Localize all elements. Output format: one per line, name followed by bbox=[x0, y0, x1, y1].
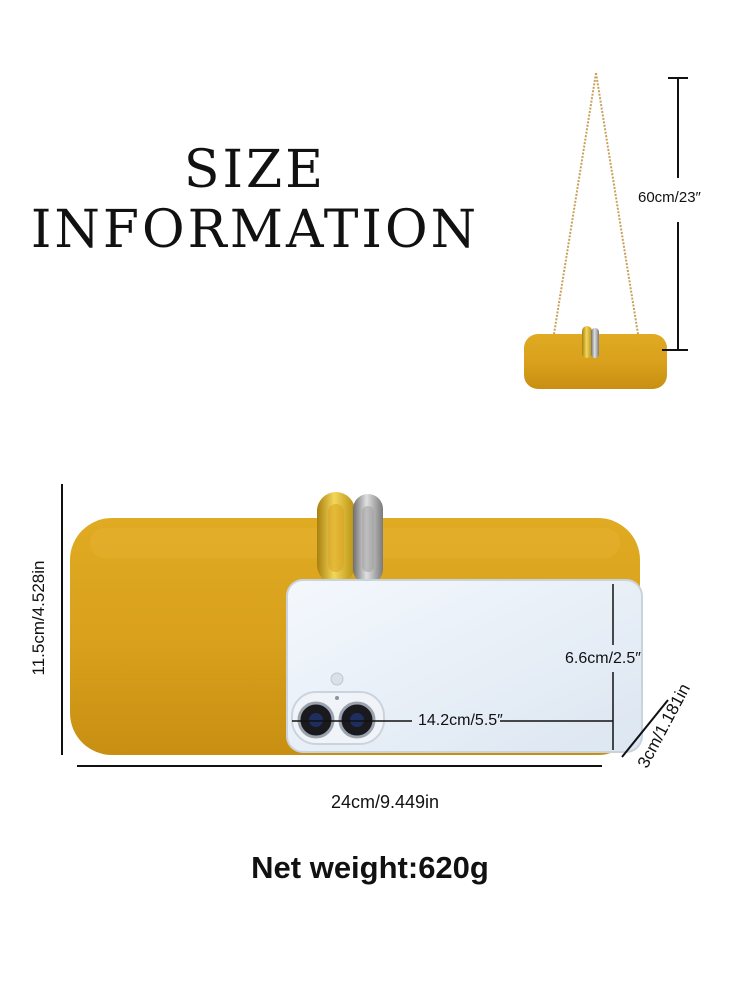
net-weight-label: Net weight:620g bbox=[251, 850, 489, 885]
phone-measurements bbox=[292, 584, 614, 750]
small-bag-with-strap bbox=[524, 72, 667, 389]
strap-chain-right bbox=[595, 72, 639, 335]
phone-width-label: 14.2cm/5.5″ bbox=[418, 712, 503, 729]
phone-height-label: 6.6cm/2.5″ bbox=[565, 650, 641, 667]
bag-height-label: 11.5cm/4.528in bbox=[29, 560, 48, 676]
camera-flash bbox=[330, 672, 344, 686]
small-bag-body bbox=[524, 334, 667, 389]
small-bag-gold-ring bbox=[582, 326, 592, 358]
strap-length-indicator bbox=[662, 77, 688, 351]
title-line-information: INFORMATION bbox=[30, 200, 480, 260]
strap-chain-left bbox=[553, 72, 597, 335]
small-bag-silver-ring bbox=[591, 328, 599, 358]
bag-width-label: 24cm/9.449in bbox=[330, 792, 440, 812]
reference-phone bbox=[286, 579, 643, 753]
strap-length-label: 60cm/23″ bbox=[638, 189, 701, 206]
bag-depth-indicator bbox=[621, 699, 669, 758]
title-line-size: SIZE bbox=[183, 140, 327, 200]
